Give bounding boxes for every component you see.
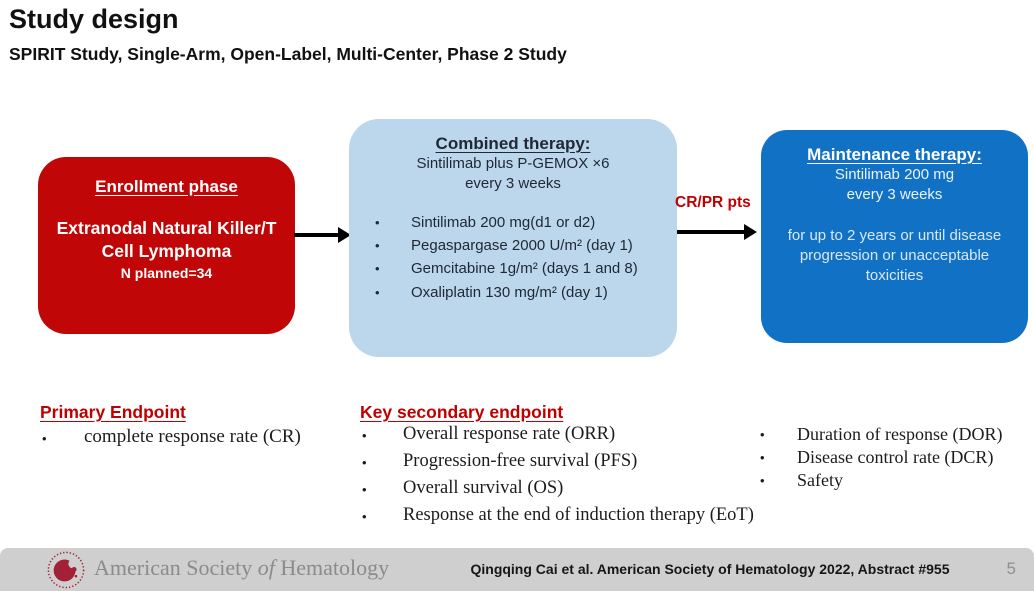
bullet-icon: • xyxy=(362,455,367,470)
list-item: • Gemcitabine 1g/m² (days 1 and 8) xyxy=(373,257,677,280)
enrollment-box-main-text: Extranodal Natural Killer/T Cell Lymphom… xyxy=(56,218,277,261)
list-item: • Oxaliplatin 130 mg/m² (day 1) xyxy=(373,281,677,304)
bullet-icon: • xyxy=(375,214,380,230)
bullet-icon: • xyxy=(42,431,47,446)
bullet-icon: • xyxy=(375,284,380,300)
cr-pr-pts-label: CR/PR pts xyxy=(675,194,751,211)
primary-endpoint-heading: Primary Endpoint xyxy=(40,402,186,422)
ash-wordmark-part1: American Society xyxy=(94,555,258,580)
enrollment-box-heading: Enrollment phase xyxy=(95,177,238,196)
combined-box-subheading-1: Sintilimab plus P-GEMOX ×6 xyxy=(416,155,610,172)
list-item: • Safety xyxy=(760,470,1002,493)
secondary-endpoint-bullet: Overall survival (OS) xyxy=(403,478,564,498)
combined-bullet-text: Sintilimab 200 mg(d1 or d2) xyxy=(411,213,596,231)
slide-subtitle: SPIRIT Study, Single-Arm, Open-Label, Mu… xyxy=(9,44,567,64)
bullet-icon: • xyxy=(375,237,380,253)
combined-bullet-text: Oxaliplatin 130 mg/m² (day 1) xyxy=(411,283,608,301)
bullet-icon: • xyxy=(760,450,765,465)
enrollment-box-n-planned: N planned=34 xyxy=(120,264,213,281)
arrow-enrollment-to-combined xyxy=(294,227,351,243)
key-secondary-endpoint-list: • Overall response rate (ORR) • Progress… xyxy=(362,424,754,532)
primary-endpoint-bullet: complete response rate (CR) xyxy=(84,426,301,447)
list-item: • Disease control rate (DCR) xyxy=(760,447,1002,470)
bullet-icon: • xyxy=(362,482,367,497)
combined-box-bullet-list: • Sintilimab 200 mg(d1 or d2) • Pegaspar… xyxy=(349,211,677,305)
key-secondary-endpoint-heading: Key secondary endpoint xyxy=(360,402,564,422)
maintenance-box-body-text: for up to 2 years or until disease progr… xyxy=(787,226,1002,285)
list-item: • Sintilimab 200 mg(d1 or d2) xyxy=(373,211,677,234)
secondary-endpoint-bullet: Response at the end of induction therapy… xyxy=(403,505,754,525)
bullet-icon: • xyxy=(362,509,367,524)
ash-wordmark: American Society of Hematology xyxy=(94,555,389,581)
list-item: • Overall survival (OS) xyxy=(362,478,754,505)
maintenance-box-heading: Maintenance therapy: xyxy=(807,145,982,164)
page-number: 5 xyxy=(1006,559,1016,578)
ash-wordmark-of: of xyxy=(257,555,275,580)
citation-text: Qingqing Cai et al. American Society of … xyxy=(470,561,950,577)
ash-logo-icon xyxy=(47,551,85,589)
additional-endpoint-list: • Duration of response (DOR) • Disease c… xyxy=(760,424,1002,493)
additional-endpoint-bullet: Duration of response (DOR) xyxy=(797,424,1003,444)
enrollment-phase-box: Enrollment phase Extranodal Natural Kill… xyxy=(38,157,295,334)
combined-box-heading: Combined therapy: xyxy=(435,134,591,153)
combined-therapy-box: Combined therapy: Sintilimab plus P-GEMO… xyxy=(349,119,677,357)
combined-bullet-text: Pegaspargase 2000 U/m² (day 1) xyxy=(411,236,633,254)
maintenance-box-subheading-1: Sintilimab 200 mg xyxy=(834,166,955,183)
primary-endpoint-list: • complete response rate (CR) xyxy=(42,426,301,452)
ash-wordmark-part2: Hematology xyxy=(274,555,390,580)
list-item: • Pegaspargase 2000 U/m² (day 1) xyxy=(373,234,677,257)
footer-bar: American Society of Hematology Qingqing … xyxy=(0,548,1034,591)
list-item: • Duration of response (DOR) xyxy=(760,424,1002,447)
list-item: • complete response rate (CR) xyxy=(42,426,301,452)
secondary-endpoint-bullet: Progression-free survival (PFS) xyxy=(403,451,638,471)
combined-box-subheading-2: every 3 weeks xyxy=(465,175,561,193)
maintenance-therapy-box: Maintenance therapy: Sintilimab 200 mg e… xyxy=(761,130,1028,343)
list-item: • Overall response rate (ORR) xyxy=(362,424,754,451)
maintenance-box-subheading-2: every 3 weeks xyxy=(846,186,943,204)
additional-endpoint-bullet: Disease control rate (DCR) xyxy=(797,447,994,467)
slide-title: Study design xyxy=(9,4,179,34)
arrow-combined-to-maintenance xyxy=(677,224,757,240)
bullet-icon: • xyxy=(760,473,765,488)
bullet-icon: • xyxy=(375,261,380,277)
secondary-endpoint-bullet: Overall response rate (ORR) xyxy=(403,424,616,444)
combined-bullet-text: Gemcitabine 1g/m² (days 1 and 8) xyxy=(411,260,638,278)
list-item: • Progression-free survival (PFS) xyxy=(362,451,754,478)
list-item: • Response at the end of induction thera… xyxy=(362,505,754,532)
bullet-icon: • xyxy=(760,427,765,442)
bullet-icon: • xyxy=(362,428,367,443)
additional-endpoint-bullet: Safety xyxy=(797,470,843,490)
